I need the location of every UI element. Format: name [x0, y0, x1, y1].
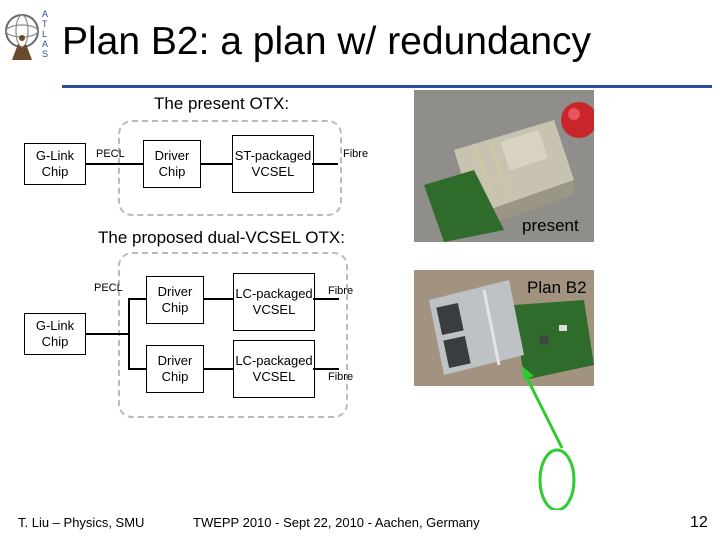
atlas-logo: A T L A S	[4, 4, 54, 62]
present-glink-chip: G-Link Chip	[24, 143, 86, 185]
footer-conference: TWEPP 2010 - Sept 22, 2010 - Aachen, Ger…	[193, 515, 480, 530]
present-photo-caption: present	[522, 216, 579, 235]
proposed-driver-chip-2: Driver Chip	[146, 345, 204, 393]
planb2-otx-photo	[414, 270, 594, 386]
footer-author: T. Liu – Physics, SMU	[18, 515, 145, 530]
logo-letter-a1: A	[42, 9, 48, 19]
present-pecl-line	[85, 163, 143, 165]
proposed-fibre1-label: Fibre	[328, 285, 354, 297]
proposed-fibre1-line	[313, 298, 339, 300]
logo-letter-a2: A	[42, 39, 48, 49]
proposed-otx-outline	[118, 252, 348, 418]
present-vcsel: ST-packaged VCSEL	[232, 135, 314, 193]
proposed-fibre2-line	[313, 368, 339, 370]
proposed-driver2-line	[203, 368, 233, 370]
present-pecl-label: PECL	[96, 148, 125, 160]
present-fibre-label: Fibre	[343, 148, 369, 160]
proposed-glink-line	[85, 333, 129, 335]
present-driver-line	[200, 163, 232, 165]
present-otx-outline	[118, 120, 342, 216]
proposed-glink-chip: G-Link Chip	[24, 313, 86, 355]
page-number: 12	[690, 514, 708, 531]
highlight-arrow	[522, 366, 576, 510]
present-otx-label: The present OTX:	[154, 94, 290, 113]
present-otx-photo	[414, 90, 594, 242]
title-rule	[62, 85, 712, 88]
logo-letter-l: L	[42, 29, 47, 39]
present-driver-chip: Driver Chip	[143, 140, 201, 188]
proposed-vcsel-2: LC-packaged VCSEL	[233, 340, 315, 398]
proposed-otx-label: The proposed dual-VCSEL OTX:	[98, 228, 345, 247]
logo-letter-s: S	[42, 49, 48, 59]
highlight-ellipse	[538, 448, 576, 510]
proposed-driver1-line	[203, 298, 233, 300]
proposed-fibre2-label: Fibre	[328, 371, 354, 383]
proposed-driver-chip-1: Driver Chip	[146, 276, 204, 324]
slide-title: Plan B2: a plan w/ redundancy	[62, 20, 592, 63]
proposed-vcsel-1: LC-packaged VCSEL	[233, 273, 315, 331]
present-fibre-line	[312, 163, 338, 165]
planb2-photo-caption: Plan B2	[527, 278, 587, 297]
proposed-branch2-line	[128, 368, 146, 370]
proposed-split-line	[128, 298, 130, 369]
logo-letter-t: T	[42, 19, 48, 29]
proposed-branch1-line	[128, 298, 146, 300]
proposed-pecl-label: PECL	[94, 282, 123, 294]
